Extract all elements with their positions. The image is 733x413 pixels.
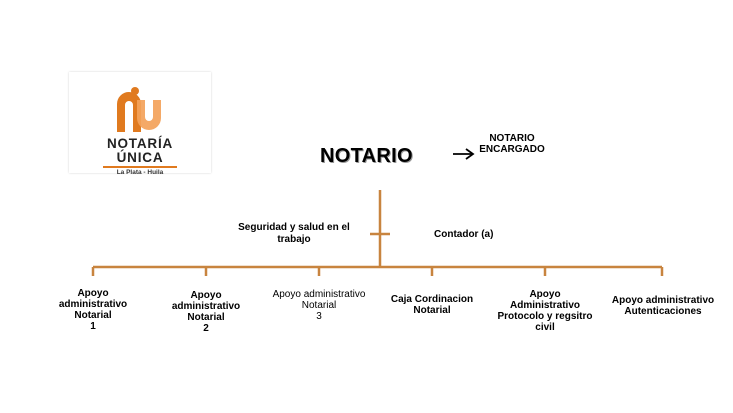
notario-title: NOTARIO	[320, 145, 413, 167]
notario-encargado-label: NOTARIO ENCARGADO	[479, 133, 545, 155]
logo-place: La Plata - Huila	[116, 169, 164, 176]
notary-logo: NOTARÍA ÚNICA La Plata - Huila	[69, 72, 211, 176]
role-node-2: Apoyo administrativo Notarial 2	[157, 290, 255, 334]
role-label-4: Caja Cordinacion Notarial	[390, 294, 474, 316]
role-label-2: Apoyo administrativo Notarial	[171, 290, 241, 323]
role-node-1: Apoyo administrativo Notarial 1	[44, 288, 142, 332]
role-node-6: Apoyo administrativo Autenticaciones	[608, 295, 718, 317]
role-node-3: Apoyo administrativo Notarial 3	[270, 289, 368, 322]
role-number-2: 2	[203, 323, 209, 334]
right-arrow-icon	[453, 148, 475, 160]
logo-mark-u-shape	[137, 100, 161, 130]
role-number-3: 3	[316, 311, 322, 322]
contador-node: Contador (a)	[434, 229, 494, 240]
seguridad-salud-node: Seguridad y salud en el trabajo	[238, 222, 350, 245]
role-node-4: Caja Cordinacion Notarial	[388, 294, 476, 316]
logo-word-unica: ÚNICA	[116, 150, 164, 165]
role-number-1: 1	[90, 321, 96, 332]
logo-mark-n-shape	[117, 92, 141, 132]
logo-rule	[103, 166, 177, 168]
role-node-5: Apoyo Administrativo Protocolo y regsitr…	[497, 289, 593, 333]
logo-mark-dot	[131, 87, 139, 95]
logo-word-notaria: NOTARÍA	[106, 136, 174, 151]
logo-mark-icon	[117, 87, 161, 132]
role-label-1: Apoyo administrativo Notarial	[58, 288, 128, 321]
role-label-6: Apoyo administrativo Autenticaciones	[611, 295, 715, 317]
role-label-3: Apoyo administrativo Notarial	[272, 289, 366, 311]
role-label-5: Apoyo Administrativo Protocolo y regsitr…	[497, 289, 593, 333]
